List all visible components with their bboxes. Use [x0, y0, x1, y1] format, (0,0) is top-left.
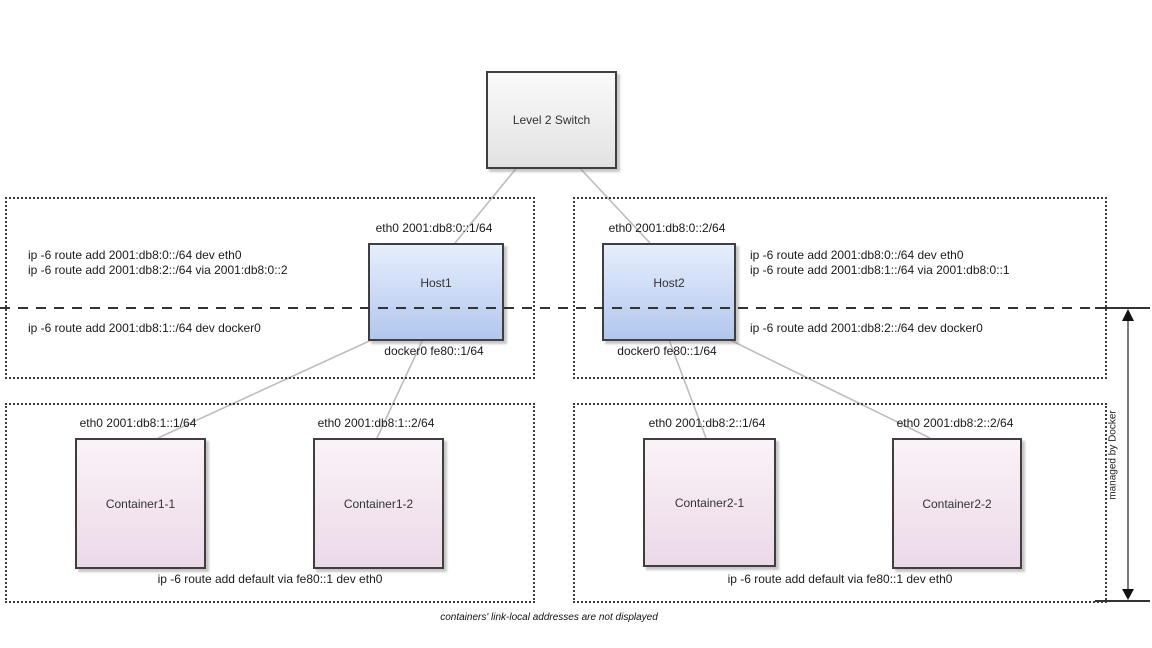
host2-routes-above: ip -6 route add 2001:db8:0::/64 dev eth0… [750, 248, 1010, 278]
route-line: ip -6 route add 2001:db8:0::/64 dev eth0 [28, 248, 242, 262]
host2-route-below: ip -6 route add 2001:db8:2::/64 dev dock… [750, 321, 983, 336]
route-line: ip -6 route add 2001:db8:1::/64 dev dock… [28, 321, 261, 335]
host1-node: Host1 [368, 243, 504, 341]
container2-2-node: Container2-2 [892, 438, 1022, 569]
container1-2-eth0-label: eth0 2001:db8:1::2/64 [317, 416, 435, 430]
arrowhead-up-icon [1122, 309, 1134, 321]
host1-docker0-label: docker0 fe80::1/64 [384, 344, 484, 358]
container1-1-eth0-label: eth0 2001:db8:1::1/64 [79, 416, 197, 430]
arrowhead-down-icon [1122, 589, 1134, 600]
host2-docker0-label: docker0 fe80::1/64 [617, 344, 717, 358]
footnote-caption: containers' link-local addresses are not… [440, 612, 658, 623]
container1-1-node: Container1-1 [75, 438, 206, 569]
host2-eth0-label: eth0 2001:db8:0::2/64 [608, 221, 726, 235]
route-line: ip -6 route add 2001:db8:2::/64 dev dock… [750, 321, 983, 335]
group1-default-route: ip -6 route add default via fe80::1 dev … [157, 572, 383, 586]
route-line: ip -6 route add 2001:db8:2::/64 via 2001… [28, 263, 288, 277]
route-line: ip -6 route add 2001:db8:1::/64 via 2001… [750, 263, 1010, 277]
host1-route-below: ip -6 route add 2001:db8:1::/64 dev dock… [28, 321, 261, 336]
host1-eth0-label: eth0 2001:db8:0::1/64 [375, 221, 493, 235]
container2-1-eth0-label: eth0 2001:db8:2::1/64 [648, 416, 766, 430]
host2-label: Host2 [653, 276, 685, 290]
host1-label: Host1 [420, 276, 452, 290]
container1-2-node: Container1-2 [313, 438, 444, 569]
container2-1-label: Container2-1 [674, 495, 745, 510]
switch-label: Level 2 Switch [512, 113, 591, 127]
container1-1-label: Container1-1 [105, 496, 176, 511]
route-line: ip -6 route add 2001:db8:0::/64 dev eth0 [750, 248, 964, 262]
switch-node: Level 2 Switch [486, 71, 617, 169]
container1-2-label: Container1-2 [343, 496, 414, 511]
managed-by-docker-label: managed by Docker [1107, 410, 1119, 500]
group2-default-route: ip -6 route add default via fe80::1 dev … [727, 572, 953, 586]
host2-node: Host2 [602, 243, 736, 341]
container2-1-node: Container2-1 [643, 438, 776, 567]
container2-2-eth0-label: eth0 2001:db8:2::2/64 [896, 416, 1014, 430]
container2-2-label: Container2-2 [922, 496, 992, 511]
host1-routes-above: ip -6 route add 2001:db8:0::/64 dev eth0… [28, 248, 288, 278]
